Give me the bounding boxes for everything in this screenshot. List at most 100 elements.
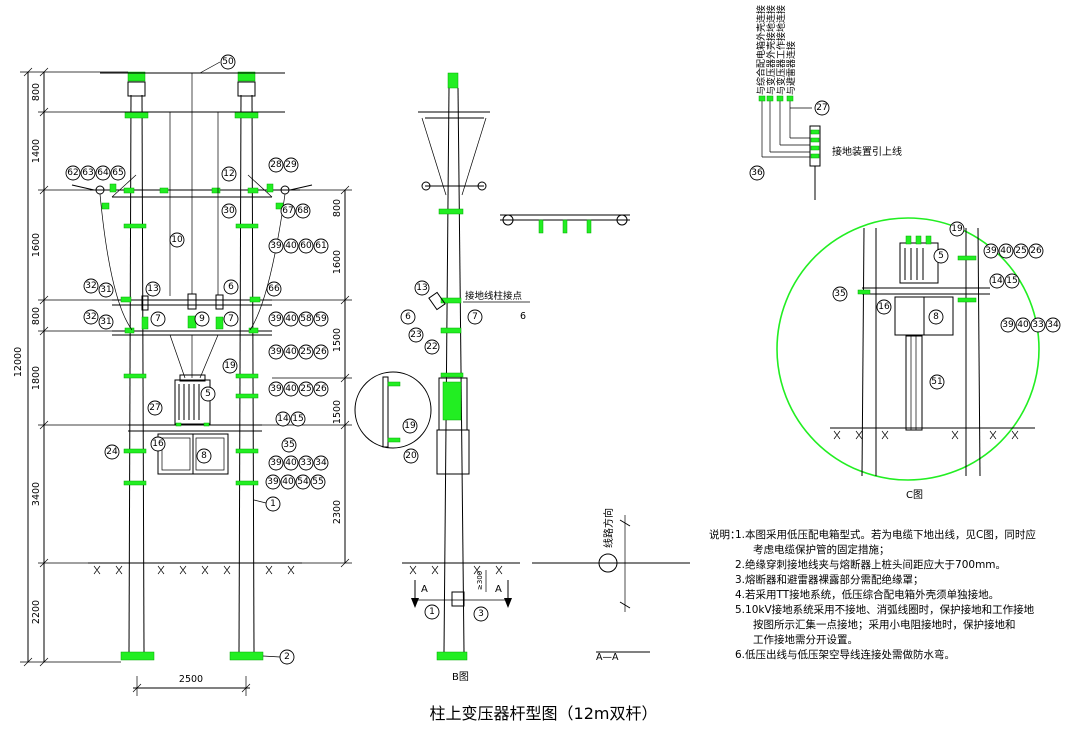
section-aa [532, 515, 690, 653]
svg-text:27: 27 [149, 403, 160, 413]
svg-text:39: 39 [270, 458, 282, 468]
top-callout-36: 36 [749, 165, 765, 181]
svg-text:34: 34 [315, 458, 327, 468]
svg-text:34: 34 [1047, 320, 1059, 330]
c-callout-51: 51 [929, 374, 945, 390]
svg-text:58: 58 [300, 314, 312, 324]
callout-27: 27 [147, 400, 163, 416]
c-callout-39-40-25-26: 39 40 25 26 [983, 243, 1044, 259]
svg-text:39: 39 [1002, 320, 1014, 330]
svg-text:39: 39 [270, 347, 282, 357]
svg-text:64: 64 [97, 168, 109, 178]
ground-label-1: 与综合配电箱外壳连接 [755, 5, 767, 95]
ground-lead-label: 接地装置引上线 [832, 145, 902, 158]
width-dimension [132, 676, 251, 696]
transformer [174, 374, 211, 427]
svg-text:40: 40 [285, 384, 297, 394]
svg-text:40: 40 [1000, 246, 1012, 256]
svg-text:3: 3 [478, 609, 484, 619]
dim-1800: 1800 [31, 366, 42, 390]
svg-text:5: 5 [205, 389, 211, 399]
svg-text:29: 29 [285, 160, 297, 170]
dim-800: 800 [31, 83, 42, 101]
svg-text:35: 35 [283, 440, 294, 450]
dim-ge300: ≥300 [476, 571, 484, 590]
svg-text:1: 1 [270, 499, 276, 509]
svg-text:40: 40 [282, 477, 294, 487]
a-mark-left: A [421, 584, 428, 595]
pole-base [229, 651, 264, 661]
drawing-title: 柱上变压器杆型图（12m双杆） [429, 704, 658, 723]
callout-67-68: 67 68 [280, 203, 311, 219]
note-5-cont2: 工作接地需分开设置。 [753, 634, 858, 646]
svg-text:39: 39 [270, 241, 282, 251]
b-callout-6: 6 [400, 309, 416, 325]
svg-text:10: 10 [171, 235, 183, 245]
svg-text:1: 1 [429, 607, 435, 617]
callout-7b: 7 [223, 311, 239, 327]
dim-2500: 2500 [179, 674, 203, 685]
svg-text:40: 40 [1017, 320, 1029, 330]
note-3: 3.熔断器和避雷器裸露部分需配绝缘罩； [735, 574, 924, 586]
b-callout-20: 20 [403, 448, 419, 464]
dim-r-2300: 2300 [332, 500, 343, 524]
right-dimension-chain [262, 185, 352, 568]
a-mark-right: A [495, 584, 502, 595]
b-callout-23: 23 [408, 327, 424, 343]
c-callout-5: 5 [933, 248, 949, 264]
svg-text:40: 40 [285, 347, 297, 357]
svg-text:14: 14 [991, 276, 1003, 286]
ground-hatch [93, 565, 295, 575]
svg-text:32: 32 [85, 281, 96, 291]
c-callout-35: 35 [832, 286, 848, 302]
svg-text:67: 67 [282, 206, 293, 216]
svg-text:36: 36 [751, 168, 763, 178]
c-callout-39-40-33-34: 39 40 33 34 [1000, 317, 1061, 333]
b-ground-point: 接地线柱接点 [465, 290, 523, 302]
svg-text:15: 15 [292, 414, 303, 424]
b-callout-7: 7 [467, 309, 483, 325]
svg-text:61: 61 [315, 241, 326, 251]
svg-text:39: 39 [267, 477, 279, 487]
svg-text:13: 13 [416, 283, 427, 293]
insulator [127, 71, 146, 82]
svg-text:26: 26 [1030, 246, 1042, 256]
dim-2200: 2200 [31, 600, 42, 624]
svg-text:62: 62 [67, 168, 78, 178]
svg-text:7: 7 [472, 312, 478, 322]
c-view-label: C图 [906, 489, 923, 501]
svg-text:63: 63 [82, 168, 93, 178]
svg-text:7: 7 [228, 314, 234, 324]
svg-text:24: 24 [106, 447, 118, 457]
callout-39-40-25-26a: 39 40 25 26 [268, 344, 329, 360]
note-4: 4.若采用TT接地系统，低压综合配电箱外壳须单独接地。 [735, 589, 1000, 601]
svg-text:54: 54 [297, 477, 309, 487]
callout-39-40-33-34: 39 40 33 34 [268, 455, 329, 471]
svg-text:39: 39 [270, 384, 282, 394]
note-5: 5.10kV接地系统采用不接地、消弧线圈时，保护接地和工作接地 [735, 604, 1035, 616]
svg-text:68: 68 [297, 206, 309, 216]
pole-base [120, 651, 155, 661]
callout-19: 19 [222, 358, 238, 374]
callout-35: 35 [281, 437, 297, 453]
ground-label-4: 与避雷器连接 [785, 41, 797, 95]
dim-800b: 800 [31, 307, 42, 325]
fuse-cutouts [141, 293, 224, 330]
svg-text:19: 19 [404, 421, 416, 431]
dim-total: 12000 [13, 347, 24, 377]
svg-text:55: 55 [312, 477, 323, 487]
dim-1400: 1400 [31, 139, 42, 163]
callout-5: 5 [200, 386, 216, 402]
callout-66: 66 [266, 281, 282, 297]
svg-text:31: 31 [100, 285, 111, 295]
c-callout-16: 16 [876, 299, 892, 315]
svg-text:6: 6 [228, 282, 234, 292]
dim-r-1500: 1500 [332, 328, 343, 352]
b-ground-point-num: 6 [520, 311, 526, 322]
dim-1600: 1600 [31, 233, 42, 257]
svg-text:65: 65 [112, 168, 123, 178]
line-direction: 线路方向 [602, 508, 615, 548]
svg-text:26: 26 [315, 384, 327, 394]
svg-text:59: 59 [315, 314, 327, 324]
